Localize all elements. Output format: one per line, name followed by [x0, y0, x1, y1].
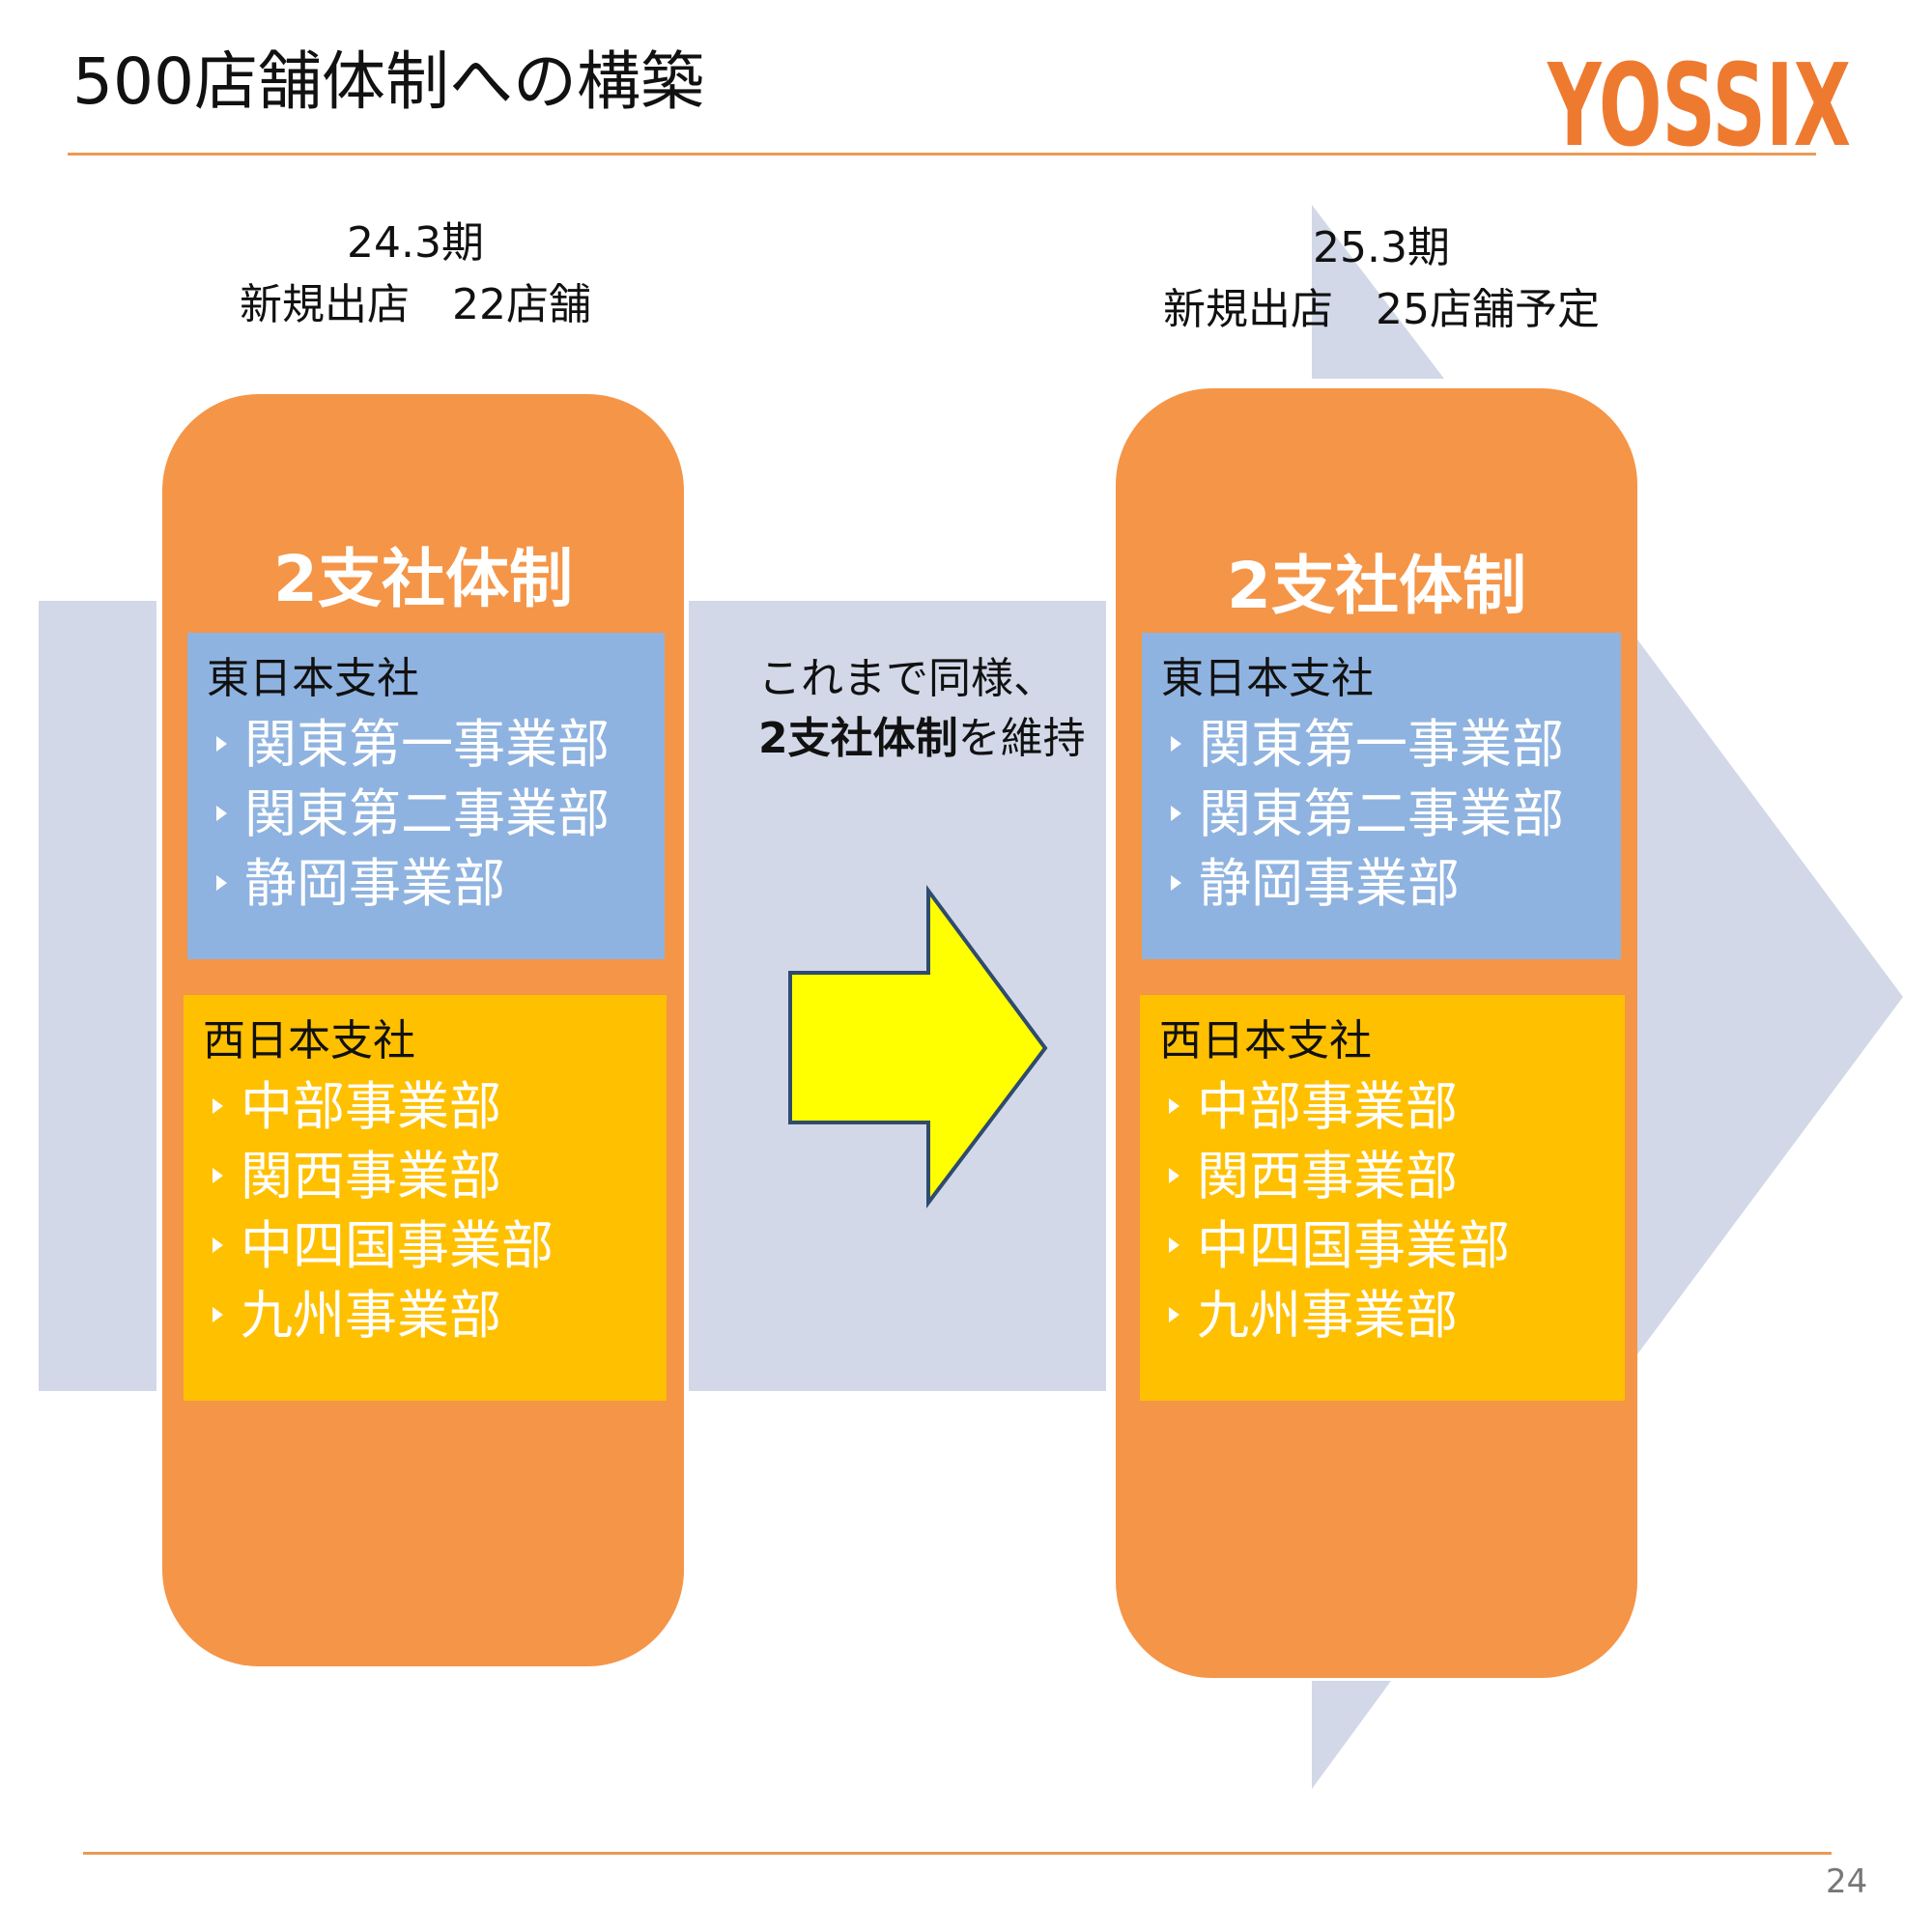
- openings-label: 新規出店 25店舗予定: [1163, 285, 1600, 334]
- bullet-icon: [1171, 875, 1181, 892]
- bullet-icon: [1169, 1168, 1179, 1184]
- list-item: 九州事業部: [213, 1281, 667, 1350]
- bullet-icon: [1171, 736, 1181, 753]
- caption-line-1: これまで同様、: [758, 654, 1056, 703]
- band-arrowhead: [1312, 1681, 1391, 1789]
- bullet-icon: [1169, 1098, 1179, 1115]
- list-item: 関東第二事業部: [216, 780, 665, 849]
- system-title-left: 2支社体制: [273, 542, 573, 616]
- header-divider: [68, 153, 1816, 156]
- yossix-logo: YOSSIX: [1547, 39, 1851, 164]
- transition-caption: これまで同様、 2支社体制を維持: [758, 649, 1086, 769]
- list-item: 九州事業部: [1169, 1281, 1625, 1350]
- list-item: 関西事業部: [1169, 1142, 1625, 1211]
- bullet-icon: [1171, 806, 1181, 822]
- band-arrowhead: [1312, 205, 1444, 379]
- footer-divider: [83, 1852, 1832, 1855]
- west-branch-name: 西日本支社: [1159, 1016, 1372, 1065]
- band-arrowhead: [1637, 639, 1903, 1354]
- logo-text: YOSSIX: [1547, 39, 1851, 164]
- list-item: 中部事業部: [213, 1072, 667, 1142]
- bullet-icon: [1169, 1237, 1179, 1254]
- east-branch-box-right: 東日本支社 関東第一事業部 関東第二事業部 静岡事業部: [1142, 633, 1621, 959]
- period-heading-left: 24.3期 新規出店 22店舗: [222, 213, 609, 336]
- west-branch-name: 西日本支社: [203, 1016, 415, 1065]
- bullet-icon: [216, 736, 227, 753]
- list-item: 関東第一事業部: [1171, 710, 1621, 780]
- list-item: 関東第二事業部: [1171, 780, 1621, 849]
- period-label: 25.3期: [1313, 223, 1450, 272]
- list-item: 中部事業部: [1169, 1072, 1625, 1142]
- bullet-icon: [213, 1098, 223, 1115]
- caption-line-2: 2支社体制を維持: [758, 714, 1086, 763]
- list-item: 静岡事業部: [216, 849, 665, 919]
- bullet-icon: [216, 875, 227, 892]
- bullet-icon: [216, 806, 227, 822]
- list-item: 中四国事業部: [213, 1211, 667, 1281]
- east-branch-name: 東日本支社: [207, 654, 419, 703]
- bullet-icon: [213, 1307, 223, 1323]
- bullet-icon: [213, 1168, 223, 1184]
- system-title-right: 2支社体制: [1227, 549, 1526, 623]
- period-heading-right: 25.3期 新規出店 25店舗予定: [1130, 217, 1633, 341]
- page-number: 24: [1826, 1862, 1868, 1901]
- openings-label: 新規出店 22店舗: [240, 280, 591, 329]
- bullet-icon: [213, 1237, 223, 1254]
- list-item: 関西事業部: [213, 1142, 667, 1211]
- band-segment: [39, 601, 156, 1391]
- list-item: 中四国事業部: [1169, 1211, 1625, 1281]
- list-item: 関東第一事業部: [216, 710, 665, 780]
- west-branch-box-left: 西日本支社 中部事業部 関西事業部 中四国事業部 九州事業部: [184, 995, 667, 1401]
- bullet-icon: [1169, 1307, 1179, 1323]
- east-branch-box-left: 東日本支社 関東第一事業部 関東第二事業部 静岡事業部: [187, 633, 665, 959]
- west-branch-box-right: 西日本支社 中部事業部 関西事業部 中四国事業部 九州事業部: [1140, 995, 1625, 1401]
- page-title: 500店舗体制への構築: [72, 44, 704, 119]
- east-branch-name: 東日本支社: [1161, 654, 1374, 703]
- period-label: 24.3期: [347, 218, 484, 268]
- list-item: 静岡事業部: [1171, 849, 1621, 919]
